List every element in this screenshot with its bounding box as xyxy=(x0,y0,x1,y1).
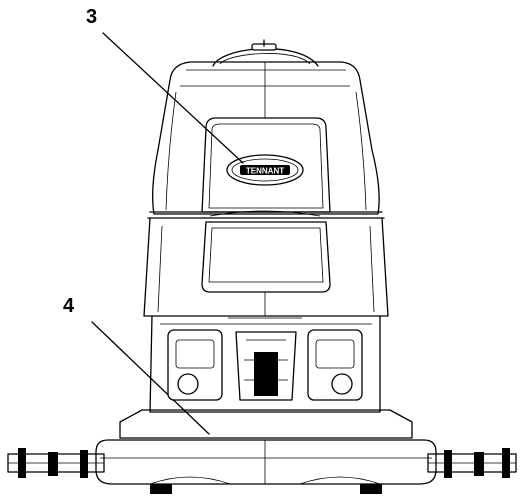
logo-badge xyxy=(226,154,304,186)
logo-text: TENNANT xyxy=(246,167,284,176)
leader-line-3 xyxy=(102,32,244,164)
squeegee-left xyxy=(7,448,105,478)
front-panel xyxy=(201,117,331,213)
callout-3: 3 xyxy=(86,6,98,28)
recovery-tank xyxy=(152,61,380,215)
scrub-deck xyxy=(95,409,437,494)
hood-top xyxy=(212,39,319,67)
body-seam xyxy=(147,210,385,219)
callout-4: 4 xyxy=(63,295,75,317)
undercarriage xyxy=(149,315,381,413)
squeegee-right xyxy=(427,448,517,478)
solution-tank xyxy=(143,217,389,319)
